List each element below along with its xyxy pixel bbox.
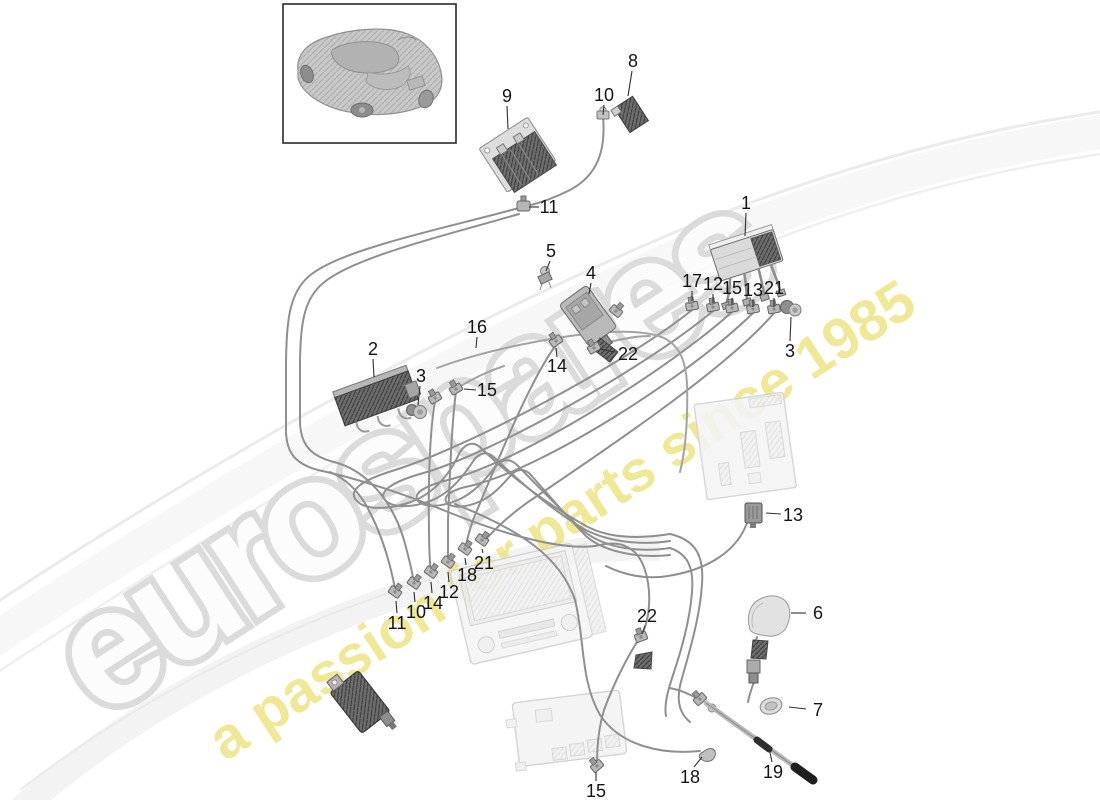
part-callout-11[interactable]: 11 (388, 613, 407, 633)
part-callout-15[interactable]: 15 (477, 380, 497, 400)
part-callout-10[interactable]: 10 (406, 602, 426, 622)
part-2-amplifier (332, 364, 422, 433)
connector-18-hook (698, 748, 716, 762)
part-6-roof-antenna (746, 595, 791, 684)
part-callout-18[interactable]: 18 (457, 565, 477, 585)
part-callout-13[interactable]: 13 (783, 505, 803, 525)
part-callout-14[interactable]: 14 (423, 593, 443, 613)
callout-leader-9 (506, 105, 509, 130)
part-callout-15[interactable]: 15 (722, 278, 742, 298)
part-callout-5[interactable]: 5 (546, 241, 556, 261)
callout-leader-4 (588, 282, 592, 295)
part-callout-7[interactable]: 7 (813, 700, 823, 720)
car-thumbnail-box (282, 3, 457, 144)
part-callout-19[interactable]: 19 (763, 762, 783, 782)
part-callout-13[interactable]: 13 (743, 280, 763, 300)
part-callout-1[interactable]: 1 (741, 193, 751, 213)
callout-leader-22 (599, 348, 616, 353)
part-callout-22[interactable]: 22 (618, 344, 638, 364)
part-callout-21[interactable]: 21 (764, 278, 784, 298)
ghost-fuse-box (693, 391, 797, 501)
callout-leader-18 (693, 756, 703, 768)
part-11-connector (516, 195, 531, 212)
callout-leader-7 (788, 706, 807, 710)
part-callout-14[interactable]: 14 (547, 356, 567, 376)
callout-leader-14 (555, 347, 558, 358)
part-1-control-module (708, 223, 787, 311)
callout-leader-19 (768, 747, 773, 763)
callout-leader-11 (395, 600, 398, 614)
part-callout-10[interactable]: 10 (594, 85, 614, 105)
callout-leader-13 (765, 512, 782, 515)
callout-leader-10 (413, 591, 416, 603)
callout-leader-8 (627, 70, 633, 97)
antenna-cables (285, 115, 775, 765)
part-callout-12[interactable]: 12 (703, 274, 723, 294)
part-3-nut-right (780, 300, 802, 317)
part-callout-12[interactable]: 12 (439, 582, 459, 602)
callout-leader-10 (602, 104, 605, 116)
part-callout-15[interactable]: 15 (586, 781, 606, 800)
part-callout-3[interactable]: 3 (785, 341, 795, 361)
part-callout-8[interactable]: 8 (628, 51, 638, 71)
callout-leader-15 (463, 388, 477, 391)
part-callout-11[interactable]: 11 (540, 197, 559, 217)
callout-leader-21 (481, 548, 484, 554)
callout-leader-18 (464, 557, 467, 566)
callout-leader-2 (372, 358, 375, 378)
part-callout-21[interactable]: 21 (474, 553, 494, 573)
part-callout-18[interactable]: 18 (680, 767, 700, 787)
callout-leader-3 (789, 316, 792, 342)
strap-piece (633, 651, 653, 670)
callout-leader-12 (447, 571, 450, 583)
part-callout-16[interactable]: 16 (467, 317, 487, 337)
part-callout-6[interactable]: 6 (813, 603, 823, 623)
part-7-grommet (759, 697, 783, 715)
part-5-clip (537, 266, 553, 291)
part-callout-9[interactable]: 9 (502, 86, 512, 106)
part-callout-4[interactable]: 4 (586, 263, 596, 283)
ghost-head-unit (449, 543, 607, 665)
connector-22-lower (631, 625, 649, 644)
callout-leader-16 (475, 336, 478, 349)
part-3-nut-left (406, 404, 427, 419)
part-9-amplifier (479, 117, 558, 194)
part-8-plate (610, 95, 650, 134)
callout-leader-1 (744, 212, 747, 237)
part-callout-2[interactable]: 2 (368, 339, 378, 359)
part-13-connector (744, 502, 763, 528)
callout-leader-22 (641, 625, 646, 635)
car-illustration (297, 28, 443, 118)
aerial-amplifier-small (326, 671, 397, 733)
part-callout-3[interactable]: 3 (416, 366, 426, 386)
part-4-amplifier (560, 286, 627, 363)
callout-leader-5 (545, 260, 551, 272)
ghost-control-unit (505, 689, 628, 772)
callout-leader-3 (417, 385, 421, 406)
part-callout-17[interactable]: 17 (682, 271, 702, 291)
callout-leader-14 (430, 581, 433, 594)
part-callout-22[interactable]: 22 (637, 606, 657, 626)
part-19-antenna-rod (689, 687, 818, 785)
